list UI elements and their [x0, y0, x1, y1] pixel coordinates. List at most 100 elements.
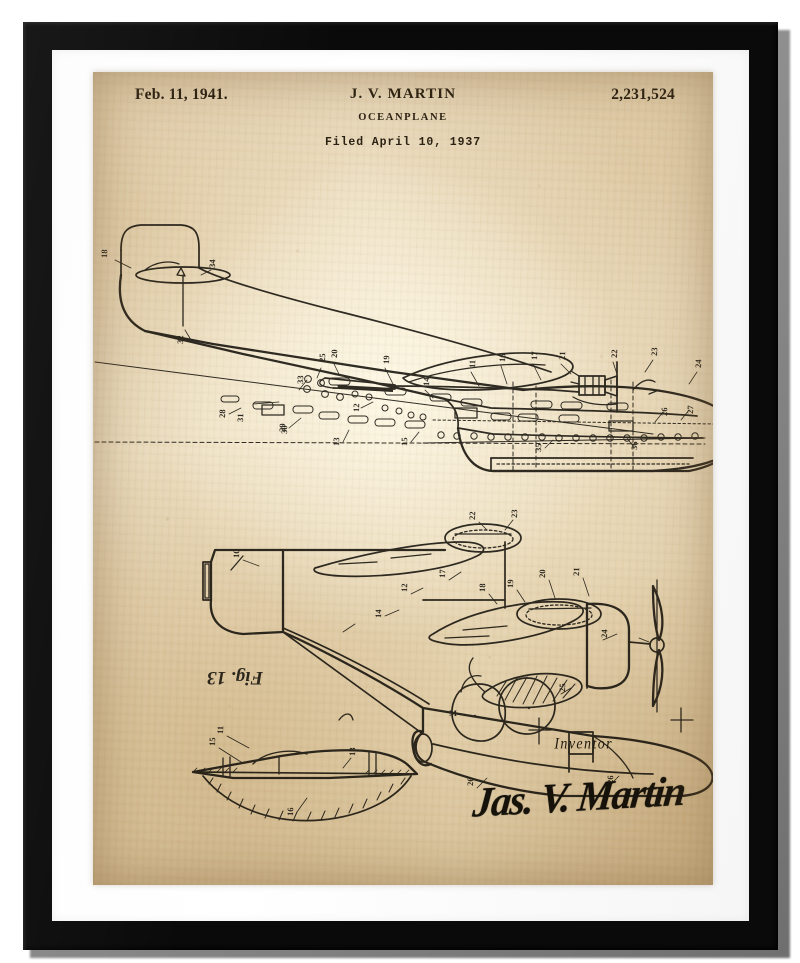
- wing-port-leading: [324, 377, 396, 386]
- svg-text:27: 27: [685, 404, 695, 414]
- wing-lower-surface: [392, 385, 580, 393]
- svg-text:20: 20: [537, 569, 547, 578]
- nose-antenna: [648, 389, 660, 395]
- leader-lines-bottom: [218, 519, 650, 813]
- patent-issue-date: Feb. 11, 1941.: [135, 86, 228, 103]
- svg-text:26: 26: [659, 407, 669, 416]
- svg-text:17: 17: [437, 568, 447, 578]
- svg-text:19: 19: [505, 579, 515, 588]
- vertical-tail-fin: [120, 224, 200, 269]
- inventor-signature-block: Inventor Jas. V. Martin: [361, 733, 691, 863]
- patent-title: OCEANPLANE: [358, 112, 448, 123]
- nacelle-mount: [570, 370, 580, 385]
- engine-housing: [585, 602, 631, 690]
- porthole-cluster: [303, 375, 427, 421]
- propeller-blade-upper: [651, 584, 664, 642]
- svg-text:30: 30: [279, 425, 289, 434]
- sponson-strut-box: [568, 731, 594, 755]
- hull-hatch-a: [608, 420, 634, 432]
- main-wing-rib-a: [462, 625, 508, 631]
- upper-wing-far: [313, 541, 485, 578]
- svg-text:24: 24: [693, 358, 703, 368]
- svg-text:36: 36: [629, 441, 639, 450]
- lower-sponson-wing: [414, 706, 713, 798]
- wing-shadow-band: [337, 385, 393, 392]
- svg-text:16: 16: [285, 807, 295, 816]
- patent-header-row: Feb. 11, 1941. J. V. MARTIN 2,231,524: [93, 86, 713, 108]
- paper-texture-base: [93, 72, 713, 885]
- svg-text:22: 22: [609, 349, 619, 358]
- patent-drawing-layer: 18 34 32 31 30 33 25 20 19 12 14 11 16 1…: [93, 72, 713, 885]
- fuselage-lower-sweep-2: [282, 627, 430, 705]
- nacelle-strut: [572, 396, 618, 406]
- svg-text:18: 18: [477, 583, 487, 592]
- centerline-cross-a: [528, 717, 552, 745]
- hull-tail-upper: [118, 273, 525, 392]
- svg-text:20: 20: [329, 349, 339, 358]
- porthole-row: [437, 431, 699, 442]
- svg-text:25: 25: [317, 353, 327, 362]
- svg-text:13: 13: [347, 747, 357, 756]
- svg-text:28: 28: [217, 409, 227, 418]
- svg-text:21: 21: [571, 567, 581, 576]
- svg-text:14: 14: [373, 608, 383, 618]
- float-nose-cap: [411, 729, 433, 767]
- float-keel-hatching: [208, 777, 406, 822]
- float-deck-serration: [192, 767, 410, 775]
- stabilizer-detail: [144, 261, 180, 271]
- svg-text:11: 11: [467, 360, 477, 368]
- paper-vignette: [93, 72, 713, 885]
- centerline-cross-b: [670, 707, 694, 733]
- figure-13-plan-view: [191, 519, 713, 822]
- svg-text:32: 32: [175, 335, 185, 344]
- svg-text:31: 31: [235, 413, 245, 422]
- main-wing-panel: [428, 600, 584, 646]
- nose-mast: [632, 379, 656, 391]
- hull-deck-upper: [198, 267, 552, 373]
- hull-hatch-c: [261, 404, 285, 416]
- fuselage-lower-sweep: [281, 630, 425, 710]
- wing-far-rib-a: [338, 561, 378, 565]
- wing-upper-camber: [408, 363, 546, 383]
- strut-bracket: [338, 713, 354, 721]
- hull-planing-bottom: [491, 462, 713, 473]
- hull-disc-left: [451, 683, 507, 742]
- numeral-labels-top: 18 34 32 31 30 33 25 20 19 12 14 11 16 1…: [99, 249, 703, 452]
- stabilizer-arrow: [176, 267, 186, 277]
- svg-text:24: 24: [599, 628, 609, 638]
- svg-text:35: 35: [533, 443, 543, 452]
- patent-number: 2,231,524: [611, 86, 675, 103]
- svg-text:10: 10: [231, 549, 241, 558]
- svg-text:33: 33: [295, 375, 305, 384]
- wing-tip-left: [319, 377, 334, 389]
- fuselage-edge-upper-right: [282, 631, 424, 735]
- cabin-window-row: [220, 377, 629, 429]
- main-nacelle-ring: [516, 598, 602, 630]
- svg-text:22: 22: [467, 511, 477, 520]
- svg-text:23: 23: [649, 347, 659, 356]
- svg-text:26: 26: [605, 775, 615, 784]
- duct-bracket: [460, 674, 482, 693]
- wing-far-rib-b: [390, 553, 432, 559]
- figure-13-caption: Fig. 13: [207, 667, 264, 688]
- svg-text:23: 23: [509, 509, 519, 518]
- rudder-hinge: [204, 563, 210, 599]
- float-cabin-top: [252, 750, 308, 765]
- tail-crease: [230, 555, 244, 571]
- patent-document-paper: Feb. 11, 1941. J. V. MARTIN 2,231,524 OC…: [93, 72, 713, 885]
- main-wing-rib-b: [444, 635, 490, 639]
- svg-text:34: 34: [207, 258, 217, 268]
- figure-side-elevation: [94, 224, 713, 473]
- propeller-blade-lower: [651, 648, 664, 708]
- svg-text:12: 12: [351, 403, 361, 412]
- nacelle-cowl-ribs: [584, 375, 600, 396]
- paper-texture-specks: [93, 72, 713, 885]
- svg-text:11: 11: [215, 726, 225, 734]
- upper-nacelle-inner: [452, 529, 514, 549]
- svg-text:12: 12: [399, 583, 409, 592]
- svg-text:21: 21: [557, 351, 567, 360]
- hull-window-band-base: [444, 398, 698, 417]
- svg-text:14: 14: [421, 376, 431, 386]
- svg-text:15: 15: [207, 737, 217, 746]
- sponson-camber-line: [432, 743, 654, 775]
